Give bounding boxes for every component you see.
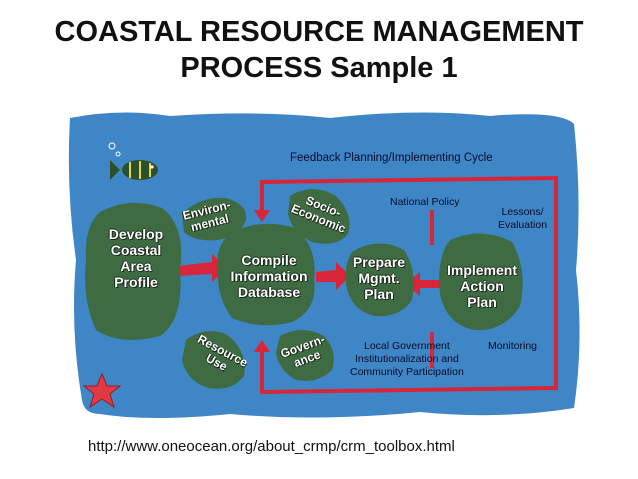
blob-socio — [288, 189, 350, 244]
fish-icon — [108, 142, 158, 180]
arrow-develop-to-compile — [178, 254, 228, 282]
feedback-arrowhead-down — [254, 210, 270, 222]
blob-prepare — [345, 243, 414, 317]
feedback-cycle-caption: Feedback Planning/Implementing Cycle — [290, 152, 493, 164]
source-url: http://www.oneocean.org/about_crmp/crm_t… — [88, 438, 455, 455]
slide-title-line-2: PROCESS Sample 1 — [180, 52, 458, 84]
blob-governance — [276, 330, 334, 381]
blob-resource — [182, 331, 245, 389]
blob-compile — [217, 223, 315, 326]
slide-title: COASTAL RESOURCE MANAGEMENT PROCESS Samp… — [0, 14, 638, 86]
blob-develop — [85, 202, 182, 340]
lessons-evaluation-label: Lessons/Evaluation — [498, 206, 548, 231]
blob-environmental — [182, 197, 247, 241]
slide-title-line-1: COASTAL RESOURCE MANAGEMENT — [54, 16, 584, 48]
arrow-compile-to-prepare — [316, 262, 350, 290]
blob-implement — [439, 233, 523, 331]
national-policy-label: National Policy — [390, 196, 460, 208]
flow-arrows — [178, 254, 446, 296]
arrow-implement-to-prepare — [406, 272, 446, 296]
starfish-icon — [82, 372, 122, 409]
feedback-arrowhead-up — [254, 340, 270, 352]
feedback-loop — [260, 175, 558, 395]
monitoring-label: Monitoring — [488, 340, 538, 352]
